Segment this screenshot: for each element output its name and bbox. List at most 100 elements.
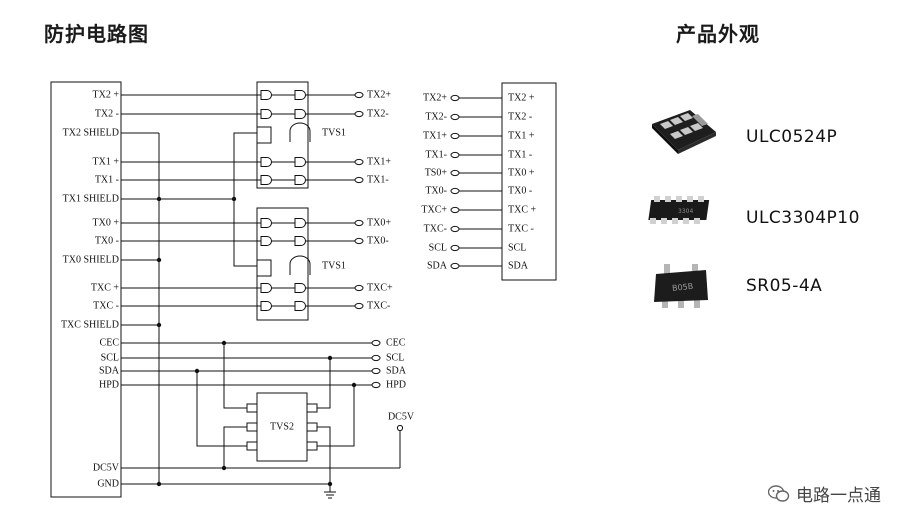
terminal-icon xyxy=(450,151,460,159)
connector-left-pin-label: TXC + xyxy=(91,282,120,293)
watermark: 电路一点通 xyxy=(768,481,881,506)
terminal-icon xyxy=(450,132,460,140)
tvs2-gnd-wire xyxy=(223,426,247,468)
terminal-icon xyxy=(450,206,460,214)
connector-left-pin-label: GND xyxy=(97,478,119,489)
connector-right-pin-label: TX1 + xyxy=(508,130,535,141)
connector-left-pin-label: TX1 + xyxy=(93,156,120,167)
connector-left-pin-label: TX2 SHIELD xyxy=(63,127,119,138)
junction-dot xyxy=(221,340,227,346)
terminal-icon xyxy=(450,225,460,233)
dc5v-terminal-icon xyxy=(396,424,404,432)
connector-left-pin-label: SDA xyxy=(99,365,120,376)
tvs-zener-icon xyxy=(289,122,311,142)
terminal-icon xyxy=(354,219,364,227)
tvs2-pin xyxy=(246,403,258,413)
sr05-4a-marking: B05B xyxy=(672,282,694,293)
tvs1-upper-label: TVS1 xyxy=(322,127,346,138)
output-label: TX0- xyxy=(367,235,389,246)
watermark-text: 电路一点通 xyxy=(796,486,881,506)
tvs-diode-icon xyxy=(260,90,272,100)
connector-right-pin-label: TXC - xyxy=(508,223,534,234)
junction-dot xyxy=(231,196,237,202)
terminal-icon xyxy=(450,169,460,177)
connector-left-pin-label: TX0 SHIELD xyxy=(63,254,119,265)
output-label: SDA xyxy=(386,365,407,376)
output-label: TX2+ xyxy=(367,89,391,100)
junction-dot xyxy=(156,257,162,263)
tvs-diode-icon xyxy=(294,301,306,311)
connector-right-input-label: SCL xyxy=(429,242,447,253)
tvs-diode-icon xyxy=(294,218,306,228)
connector-left-pin-label: TXC SHIELD xyxy=(61,319,119,330)
connector-right-input-label: SDA xyxy=(427,260,448,271)
tvs2-pin xyxy=(306,422,318,432)
connector-left-pin-label: TX1 - xyxy=(95,174,119,185)
ulc3304p10-package-icon: 3304 xyxy=(644,194,718,228)
connector-right-pin-label: TXC + xyxy=(508,204,537,215)
connector-right-pin-label: TX1 - xyxy=(508,149,532,160)
ulc0524p-package-icon xyxy=(646,104,720,156)
product-name-ulc3304p10: ULC3304P10 xyxy=(746,208,860,228)
connector-right-input-label: TXC+ xyxy=(421,204,447,215)
junction-dot xyxy=(327,355,333,361)
connector-left-pin-label: TX2 - xyxy=(95,108,119,119)
terminal-icon xyxy=(371,381,381,389)
terminal-icon xyxy=(354,284,364,292)
terminal-icon xyxy=(450,244,460,252)
connector-right-pin-label: TX2 - xyxy=(508,111,532,122)
output-label: TXC+ xyxy=(367,282,393,293)
terminal-icon xyxy=(354,176,364,184)
tvs-diode-icon xyxy=(294,283,306,293)
tvs-diode-icon xyxy=(294,109,306,119)
tvs-diode-icon xyxy=(260,283,272,293)
tvs-zener-icon xyxy=(289,255,311,275)
junction-dot xyxy=(156,196,162,202)
terminal-icon xyxy=(450,113,460,121)
output-label: TXC- xyxy=(367,300,390,311)
connector-left-pin-label: DC5V xyxy=(93,462,120,473)
tvs-diode-icon xyxy=(260,175,272,185)
terminal-icon xyxy=(354,91,364,99)
terminal-icon xyxy=(450,94,460,102)
connector-right-pin-label: SCL xyxy=(508,242,526,253)
terminal-icon xyxy=(450,187,460,195)
product-name-ulc0524p: ULC0524P xyxy=(746,127,838,147)
connector-right-pin-label: TX2 + xyxy=(508,92,535,103)
tvs-diode-icon xyxy=(294,90,306,100)
terminal-icon xyxy=(450,262,460,270)
output-label: CEC xyxy=(386,337,406,348)
tvs-diode-icon xyxy=(294,157,306,167)
connector-right-pin-label: SDA xyxy=(508,260,529,271)
connector-left-pin-label: CEC xyxy=(100,337,120,348)
connector-left-pin-label: TX0 + xyxy=(93,217,120,228)
connector-right-input-label: TXC- xyxy=(424,223,447,234)
tvs2-pin xyxy=(246,441,258,451)
output-label: TX1+ xyxy=(367,156,391,167)
hpd-wire xyxy=(317,385,355,447)
terminal-icon xyxy=(354,302,364,310)
connector-left-pin-label: TX0 - xyxy=(95,235,119,246)
tvs2-pin xyxy=(306,403,318,413)
output-label: TX0+ xyxy=(367,217,391,228)
tvs-diode-icon xyxy=(260,109,272,119)
tvs-diode-icon xyxy=(260,301,272,311)
connector-right-input-label: TS0+ xyxy=(425,167,448,178)
sda-wire xyxy=(196,371,247,447)
chat-bubble-icon xyxy=(768,484,790,502)
tvs-diode-icon xyxy=(294,175,306,185)
connector-left-pin-label: SCL xyxy=(101,352,119,363)
tvs2-pin xyxy=(246,422,258,432)
sr05-4a-package-icon: B05B xyxy=(650,260,712,312)
hdmi-connector-left xyxy=(50,81,122,498)
junction-dot xyxy=(194,368,200,374)
output-label: SCL xyxy=(386,352,404,363)
connector-left-pin-label: TXC - xyxy=(93,300,119,311)
connector-right-input-label: TX1- xyxy=(425,149,447,160)
tvs-diode-icon xyxy=(260,218,272,228)
tvs-ground-wire xyxy=(233,132,257,267)
protection-circuit-heading: 防护电路图 xyxy=(44,22,149,46)
tvs-ground-diode-block xyxy=(256,126,272,144)
cec-wire xyxy=(223,343,247,409)
connector-right-pin-label: TX0 + xyxy=(508,167,535,178)
